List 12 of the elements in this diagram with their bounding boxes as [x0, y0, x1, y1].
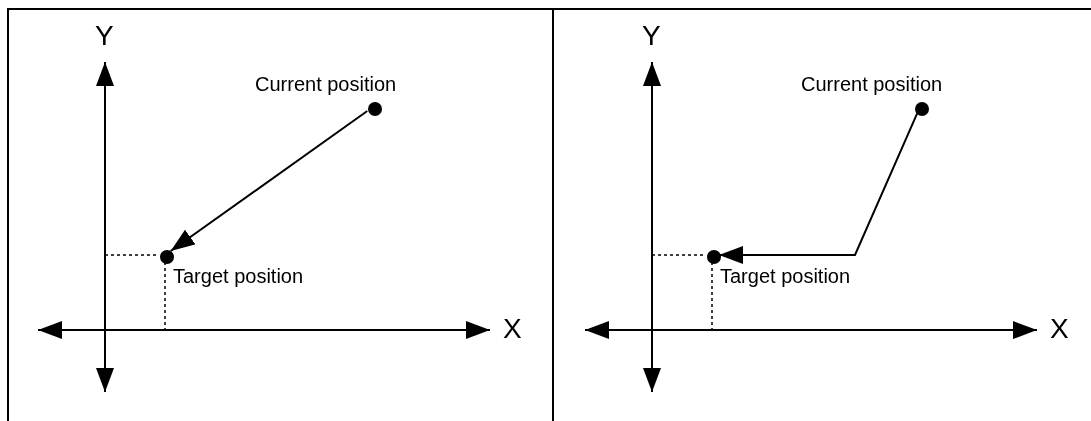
panel-frame — [7, 8, 553, 421]
position-label: Target position — [173, 266, 304, 286]
position-label: Current position — [801, 74, 943, 94]
axis-label: Y — [642, 22, 661, 50]
axis-label: X — [503, 315, 522, 343]
arrow — [718, 112, 919, 264]
arrow — [169, 110, 369, 252]
panel-frame — [552, 8, 1091, 421]
position-label: Current position — [255, 74, 397, 94]
axis-label: Y — [95, 22, 114, 50]
position-label: Target position — [720, 266, 851, 286]
axis-label: X — [1050, 315, 1069, 343]
